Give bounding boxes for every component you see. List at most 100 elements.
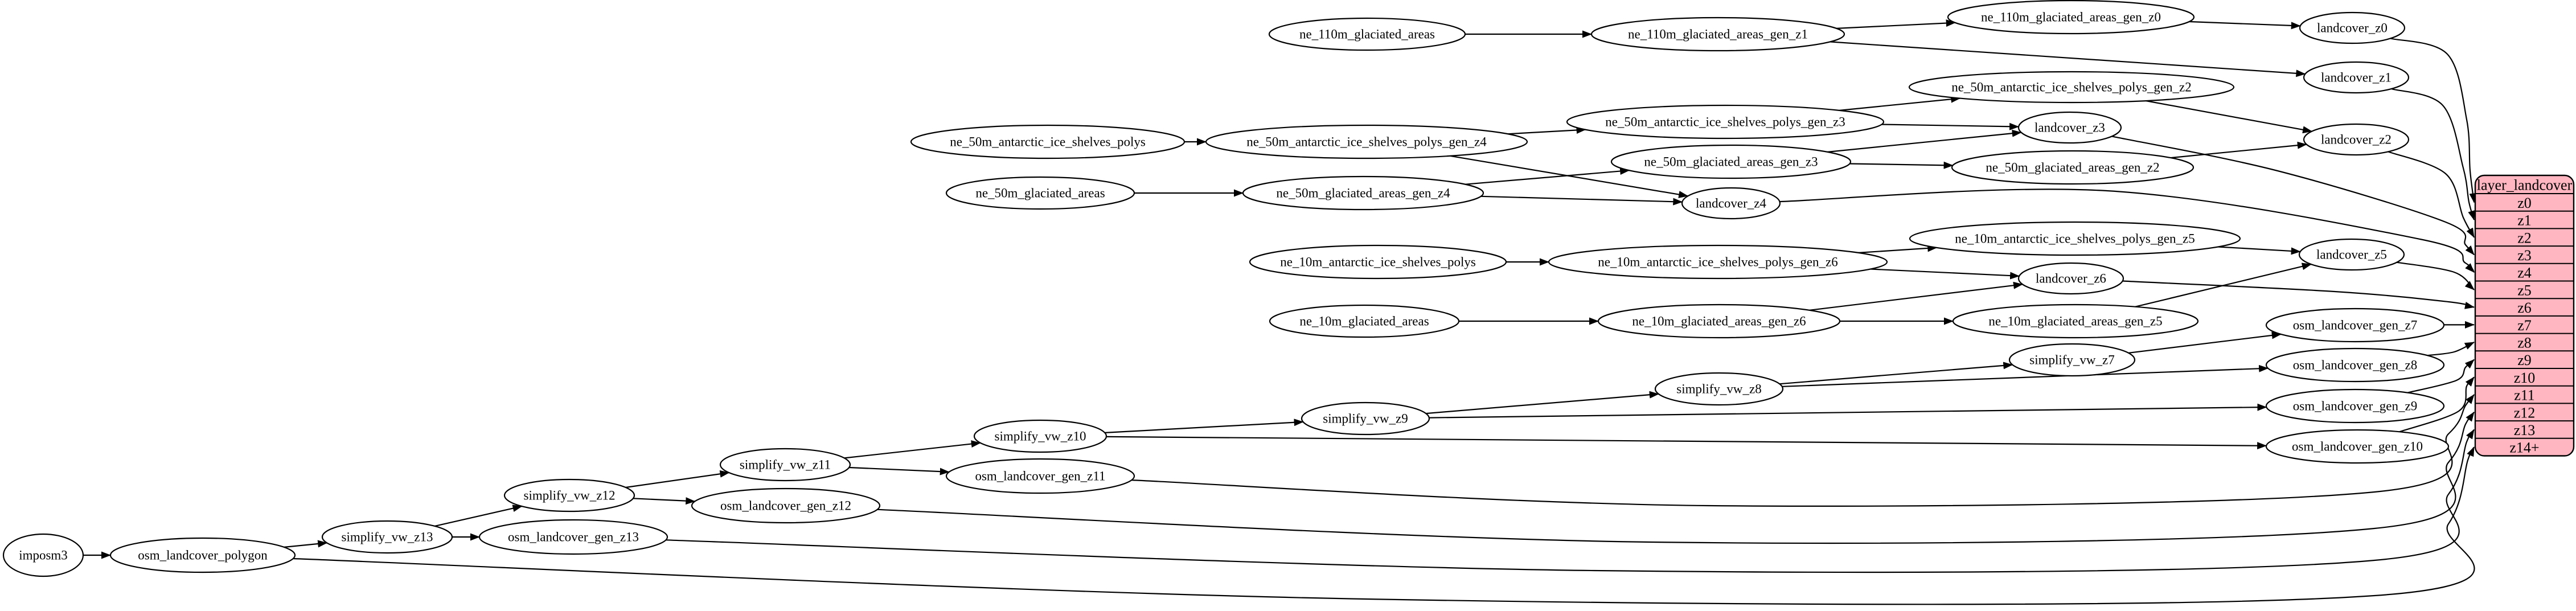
node-ne_50m_antarctic_ice_shelves_polys: ne_50m_antarctic_ice_shelves_polys — [910, 124, 1186, 159]
node-label-osm_landcover_polygon: osm_landcover_polygon — [138, 548, 268, 563]
node-ellipse-landcover_z3 — [2017, 111, 2122, 144]
node-osm_landcover_gen_z13: osm_landcover_gen_z13 — [478, 519, 668, 555]
nodes-layer: imposm3 osm_landcover_polygon simplify_vw_… — [2, 0, 2575, 577]
node-label-osm_landcover_gen_z12: osm_landcover_gen_z12 — [720, 499, 851, 513]
node-ellipse-simplify_vw_z12 — [503, 478, 635, 512]
node-ellipse-ne_10m_antarctic_ice_shelves_polys_gen_z5 — [1909, 221, 2241, 256]
node-ne_110m_glaciated_areas: ne_110m_glaciated_areas — [1268, 17, 1466, 51]
node-ellipse-ne_110m_glaciated_areas_gen_z0 — [1947, 0, 2195, 35]
node-label-imposm3: imposm3 — [19, 548, 68, 563]
node-landcover_z3: landcover_z3 — [2017, 111, 2122, 144]
edge-ne_50m_glaciated_areas_gen_z3-to-landcover_z3 — [1827, 129, 2022, 153]
node-label-osm_landcover_gen_z13: osm_landcover_gen_z13 — [508, 530, 639, 544]
edge-ne_10m_antarctic_ice_shelves_polys_gen_z6-to-landcover_z6 — [1870, 268, 2020, 280]
node-landcover_z0: landcover_z0 — [2299, 11, 2406, 44]
edge-ne_50m_glaciated_areas_gen_z3-to-ne_50m_glaciated_areas_gen_z2 — [1849, 161, 1954, 169]
edge-simplify_vw_z11-to-osm_landcover_gen_z11 — [849, 466, 950, 475]
table-row-z10: z10 — [2514, 370, 2536, 386]
table-row-z0: z0 — [2517, 195, 2532, 211]
node-label-ne_10m_antarctic_ice_shelves_polys_gen_z5: ne_10m_antarctic_ice_shelves_polys_gen_z… — [1955, 232, 2195, 246]
table-row-z6: z6 — [2517, 300, 2532, 316]
edge-osm_landcover_gen_z10-to-row-z10 — [2399, 376, 2475, 433]
edge-landcover_z0-to-row-z0 — [2390, 38, 2477, 203]
table-row-z2: z2 — [2517, 229, 2532, 246]
node-ellipse-simplify_vw_z7 — [2008, 343, 2136, 377]
node-ne_110m_glaciated_areas_gen_z1: ne_110m_glaciated_areas_gen_z1 — [1590, 17, 1845, 52]
edge-ne_50m_antarctic_ice_shelves_polys_gen_z3-to-landcover_z3 — [1881, 122, 2020, 130]
node-ellipse-simplify_vw_z8 — [1654, 372, 1784, 406]
node-landcover_z1: landcover_z1 — [2303, 61, 2410, 94]
layer-landcover-table: layer_landcoverz0z1z2z3z4z5z6z7z8z9z10z1… — [2474, 174, 2575, 457]
node-ellipse-ne_10m_glaciated_areas — [1269, 304, 1460, 338]
node-label-ne_110m_glaciated_areas: ne_110m_glaciated_areas — [1299, 27, 1435, 42]
node-label-landcover_z4: landcover_z4 — [1696, 196, 1766, 211]
node-ellipse-imposm3 — [2, 533, 84, 577]
node-ne_10m_antarctic_ice_shelves_polys_gen_z6: ne_10m_antarctic_ice_shelves_polys_gen_z… — [1548, 244, 1888, 280]
node-ne_50m_antarctic_ice_shelves_polys_gen_z4: ne_50m_antarctic_ice_shelves_polys_gen_z… — [1205, 124, 1528, 159]
node-ne_10m_antarctic_ice_shelves_polys_gen_z5: ne_10m_antarctic_ice_shelves_polys_gen_z… — [1909, 221, 2241, 256]
table-row-z13: z13 — [2514, 422, 2536, 438]
node-label-ne_50m_glaciated_areas_gen_z4: ne_50m_glaciated_areas_gen_z4 — [1276, 186, 1450, 200]
node-osm_landcover_gen_z10: osm_landcover_gen_z10 — [2265, 429, 2450, 464]
node-label-simplify_vw_z13: simplify_vw_z13 — [342, 530, 433, 544]
node-imposm3: imposm3 — [2, 533, 84, 577]
node-ellipse-landcover_z5 — [2298, 238, 2405, 271]
node-ne_10m_glaciated_areas_gen_z6: ne_10m_glaciated_areas_gen_z6 — [1597, 304, 1841, 339]
node-simplify_vw_z11: simplify_vw_z11 — [719, 448, 851, 482]
edge-osm_landcover_gen_z11-to-row-z11 — [1131, 394, 2475, 507]
node-simplify_vw_z10: simplify_vw_z10 — [973, 419, 1107, 453]
edge-landcover_z6-to-row-z6 — [2122, 280, 2475, 309]
node-label-ne_50m_antarctic_ice_shelves_polys_gen_z3: ne_50m_antarctic_ice_shelves_polys_gen_z… — [1605, 115, 1845, 129]
node-osm_landcover_gen_z12: osm_landcover_gen_z12 — [691, 487, 881, 524]
node-ellipse-landcover_z0 — [2299, 11, 2406, 44]
edge-osm_landcover_gen_z8-to-row-z8 — [2427, 342, 2475, 356]
node-ellipse-landcover_z1 — [2303, 61, 2410, 94]
edge-ne_110m_glaciated_areas_gen_z1-to-ne_110m_glaciated_areas_gen_z0 — [1836, 19, 1956, 29]
node-ellipse-osm_landcover_gen_z11 — [945, 458, 1135, 494]
edge-ne_50m_antarctic_ice_shelves_polys_gen_z2-to-landcover_z2 — [2146, 100, 2313, 134]
node-ne_50m_glaciated_areas: ne_50m_glaciated_areas — [945, 176, 1135, 210]
node-ellipse-osm_landcover_gen_z8 — [2265, 347, 2445, 383]
node-label-simplify_vw_z7: simplify_vw_z7 — [2029, 353, 2115, 367]
edge-simplify_vw_z9-to-osm_landcover_gen_z9 — [1429, 403, 2267, 419]
node-ne_50m_glaciated_areas_gen_z4: ne_50m_glaciated_areas_gen_z4 — [1242, 175, 1484, 211]
node-ellipse-simplify_vw_z10 — [973, 419, 1107, 453]
node-ne_110m_glaciated_areas_gen_z0: ne_110m_glaciated_areas_gen_z0 — [1947, 0, 2195, 35]
edge-osm_landcover_gen_z9-to-row-z9 — [2407, 359, 2475, 393]
table-row-z1: z1 — [2517, 212, 2532, 229]
edge-osm_landcover_polygon-to-row-z14+ — [293, 446, 2475, 605]
node-label-osm_landcover_gen_z10: osm_landcover_gen_z10 — [2292, 440, 2423, 454]
node-simplify_vw_z12: simplify_vw_z12 — [503, 478, 635, 512]
node-label-landcover_z3: landcover_z3 — [2034, 121, 2105, 135]
node-label-ne_110m_glaciated_areas_gen_z0: ne_110m_glaciated_areas_gen_z0 — [1981, 10, 2161, 24]
edge-simplify_vw_z7-to-osm_landcover_gen_z7 — [2128, 331, 2282, 354]
node-label-ne_10m_glaciated_areas_gen_z6: ne_10m_glaciated_areas_gen_z6 — [1632, 314, 1806, 329]
edge-simplify_vw_z11-to-simplify_vw_z10 — [844, 440, 981, 459]
node-ellipse-osm_landcover_gen_z10 — [2265, 429, 2450, 464]
table-row-z8: z8 — [2517, 334, 2532, 351]
node-label-ne_50m_antarctic_ice_shelves_polys_gen_z4: ne_50m_antarctic_ice_shelves_polys_gen_z… — [1246, 135, 1487, 149]
node-ellipse-ne_50m_glaciated_areas_gen_z2 — [1951, 150, 2194, 185]
table-row-z3: z3 — [2517, 247, 2532, 264]
table-row-z14+: z14+ — [2509, 440, 2539, 456]
edge-ne_10m_glaciated_areas_gen_z6-to-landcover_z6 — [1809, 281, 2023, 311]
node-ne_50m_antarctic_ice_shelves_polys_gen_z3: ne_50m_antarctic_ice_shelves_polys_gen_z… — [1566, 104, 1885, 140]
edge-landcover_z2-to-row-z2 — [2388, 151, 2475, 238]
node-simplify_vw_z7: simplify_vw_z7 — [2008, 343, 2136, 377]
node-ne_50m_glaciated_areas_gen_z2: ne_50m_glaciated_areas_gen_z2 — [1951, 150, 2194, 185]
node-ellipse-ne_10m_glaciated_areas_gen_z5 — [1952, 304, 2199, 339]
node-ellipse-osm_landcover_gen_z7 — [2265, 307, 2445, 343]
node-ellipse-ne_50m_antarctic_ice_shelves_polys_gen_z3 — [1566, 104, 1885, 140]
node-landcover_z6: landcover_z6 — [2017, 262, 2124, 295]
node-ellipse-ne_110m_glaciated_areas — [1268, 17, 1466, 51]
node-ellipse-ne_50m_antarctic_ice_shelves_polys — [910, 124, 1186, 159]
node-ellipse-ne_10m_antarctic_ice_shelves_polys — [1249, 244, 1507, 280]
table-row-z12: z12 — [2514, 404, 2536, 421]
node-ellipse-ne_10m_antarctic_ice_shelves_polys_gen_z6 — [1548, 244, 1888, 280]
node-ellipse-osm_landcover_gen_z12 — [691, 487, 881, 524]
node-ellipse-ne_50m_antarctic_ice_shelves_polys_gen_z4 — [1205, 124, 1528, 159]
node-ellipse-osm_landcover_gen_z13 — [478, 519, 668, 555]
edge-ne_10m_antarctic_ice_shelves_polys_gen_z5-to-landcover_z5 — [2218, 246, 2301, 255]
node-label-ne_50m_antarctic_ice_shelves_polys: ne_50m_antarctic_ice_shelves_polys — [950, 135, 1146, 149]
